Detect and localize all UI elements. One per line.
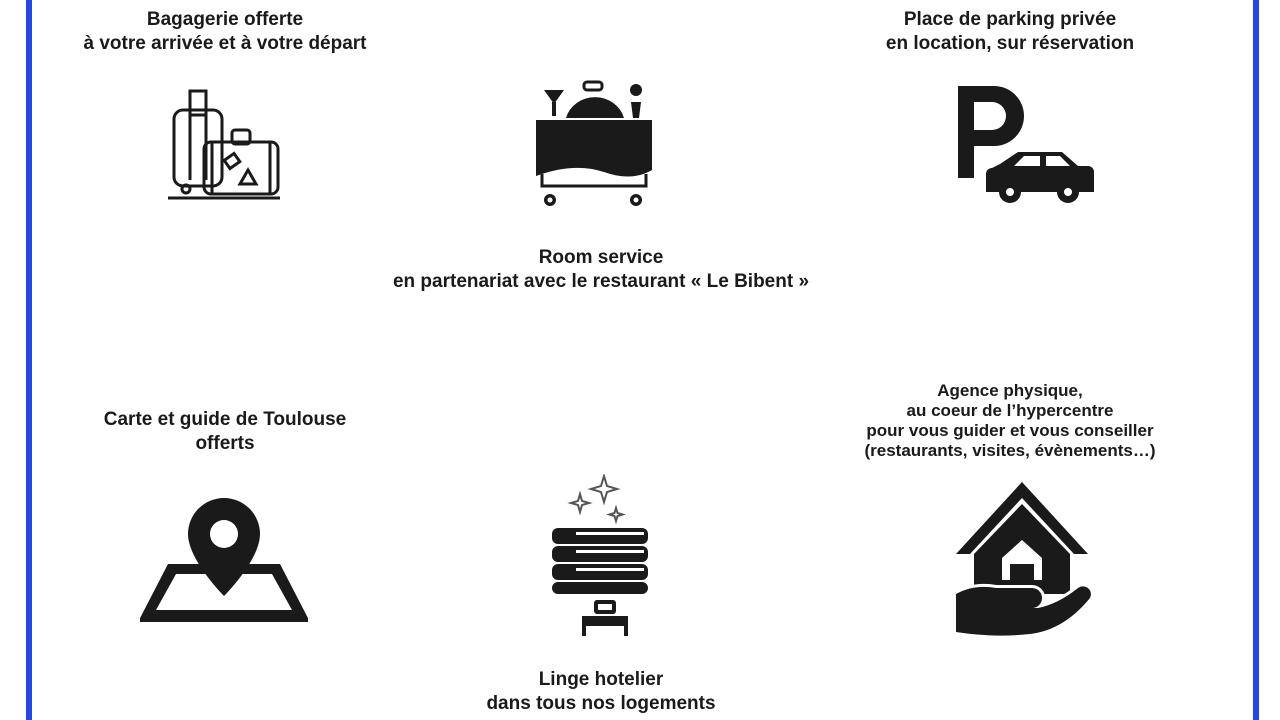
map-caption: Carte et guide de Toulouse offerts [104,408,346,456]
luggage-caption: Bagagerie offerte à votre arrivée et à v… [83,8,366,56]
linen-caption: Linge hotelier dans tous nos logements [486,668,715,716]
room-service-caption: Room service en partenariat avec le rest… [393,246,809,294]
map-subtitle: offerts [195,433,255,454]
map-pin-icon [140,494,308,628]
hotel-linen-icon [548,474,652,640]
agency-caption: Agence physique, au coeur de l’hypercent… [864,381,1155,461]
linen-title: Linge hotelier [538,669,664,690]
luggage-title: Bagagerie offerte [146,9,304,30]
linen-subtitle: dans tous nos logements [486,693,716,714]
parking-car-icon [954,84,1094,206]
frame-right-border [1253,0,1259,720]
luggage-subtitle: à votre arrivée et à votre départ [83,33,367,54]
agency-line2: au coeur de l’hypercentre [906,401,1114,420]
room-service-cart-icon [530,78,658,210]
agency-title: Agence physique, [937,381,1083,400]
house-in-hand-icon [952,480,1092,644]
parking-title: Place de parking privée [903,9,1117,30]
parking-caption: Place de parking privée en location, sur… [886,8,1134,56]
room-service-subtitle: en partenariat avec le restaurant « Le B… [392,271,810,292]
agency-line3: pour vous guider et vous conseiller [866,421,1154,440]
agency-line4: (restaurants, visites, évènements…) [864,441,1156,460]
map-title: Carte et guide de Toulouse [103,409,347,430]
parking-subtitle: en location, sur réservation [885,33,1135,54]
frame-left-border [26,0,32,720]
luggage-icon [166,88,282,202]
room-service-title: Room service [538,247,664,268]
